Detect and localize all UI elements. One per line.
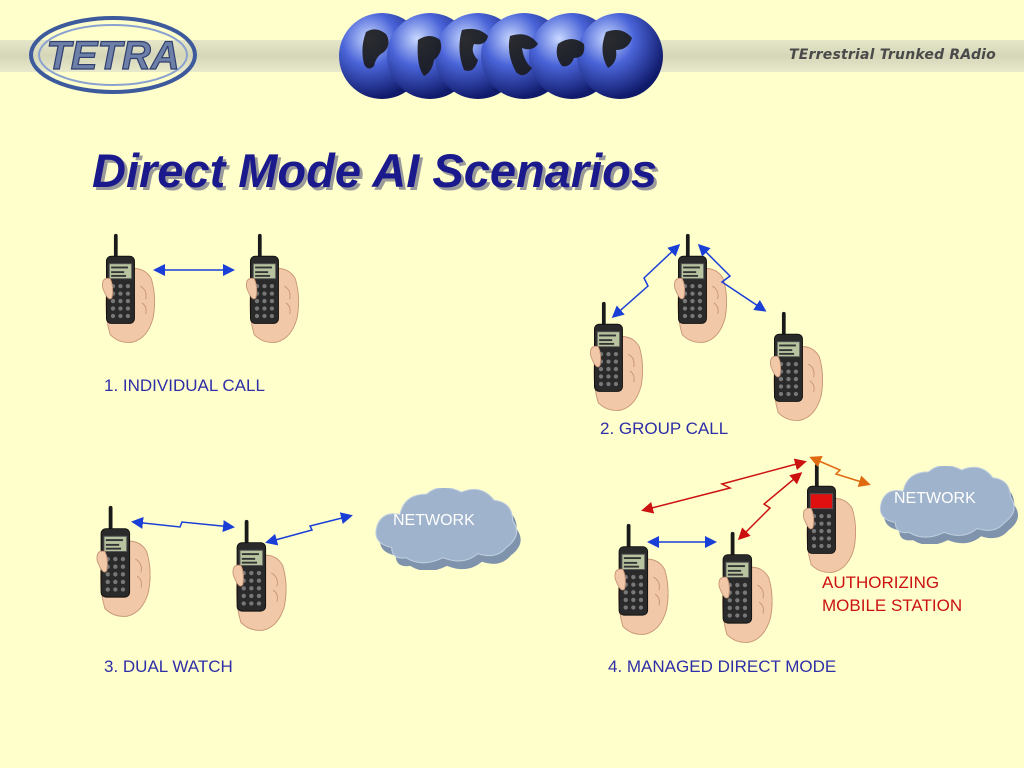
radio-handset-icon — [764, 310, 826, 422]
page-title: Direct Mode AI Scenarios — [92, 144, 658, 197]
tetra-logo-text: TETRA — [46, 34, 179, 78]
tetra-logo: TETRA — [29, 16, 197, 94]
network-label: NETWORK — [393, 512, 475, 529]
scenario-caption-group-call: 2. GROUP CALL — [600, 419, 729, 438]
radio-handset-icon — [668, 232, 730, 344]
authorizing-label-line1: AUTHORIZING — [822, 573, 940, 592]
link-arrow — [641, 458, 807, 514]
header-tagline: TErrestrial Trunked RAdio — [789, 47, 996, 63]
radio-handset-icon — [712, 530, 776, 644]
scenario-caption-dual-watch: 3. DUAL WATCH — [104, 657, 233, 676]
radio-handset-icon — [240, 232, 302, 344]
scenario-caption-managed-direct-mode: 4. MANAGED DIRECT MODE — [608, 657, 837, 676]
radio-handset-icon — [226, 518, 290, 632]
radio-handset-icon — [96, 232, 158, 344]
globes-graphic — [339, 13, 663, 99]
scenario-caption-individual-call: 1. INDIVIDUAL CALL — [104, 376, 265, 395]
radio-handset-icon — [608, 522, 672, 636]
link-arrow — [737, 472, 803, 541]
authorizing-label-line2: MOBILE STATION — [822, 596, 963, 615]
radio-handset-icon — [90, 504, 154, 618]
authorizing-radio-handset-icon — [796, 462, 860, 574]
radio-handset-icon — [584, 300, 646, 412]
network-label: NETWORK — [894, 490, 976, 507]
